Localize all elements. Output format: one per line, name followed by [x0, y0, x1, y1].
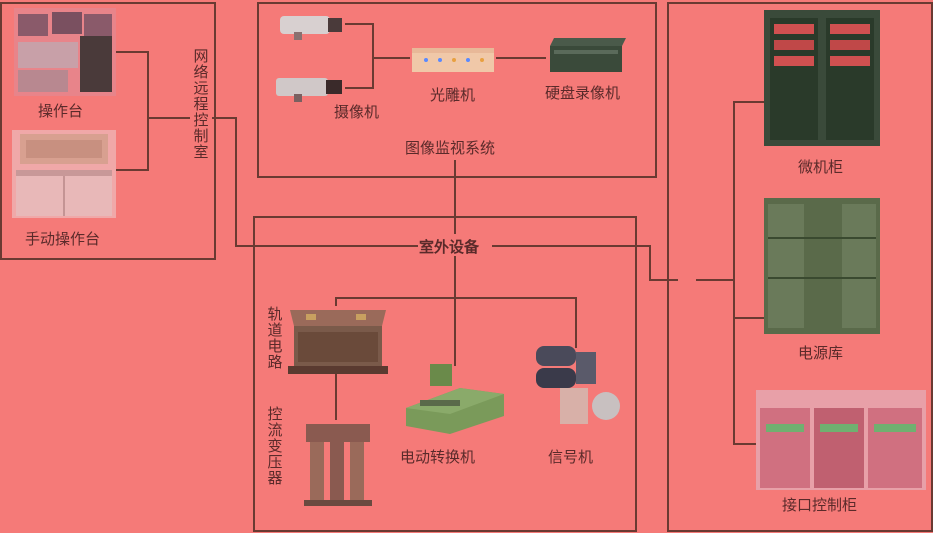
- interface-cabinet-label: 接口控制柜: [782, 496, 858, 514]
- switch-machine-photo: [406, 364, 504, 434]
- manual-console-photo: [12, 130, 116, 218]
- console-photo: [14, 8, 116, 96]
- camera-bracket: [345, 23, 374, 89]
- console-label: 操作台: [38, 102, 84, 120]
- track-circuit-label: 轨道电路: [267, 305, 283, 371]
- cabinet-frame: [667, 2, 933, 532]
- optical-transceiver-label: 光雕机: [430, 86, 476, 104]
- outdoor-branch: [335, 297, 577, 348]
- micro-cabinet-photo: [764, 10, 880, 146]
- outdoor-to-cabinets: [492, 245, 678, 281]
- outdoor-title: 室外设备: [419, 238, 480, 256]
- switch-machine-label: 电动转换机: [400, 448, 476, 466]
- rectifier-label: 控流变压器: [267, 405, 283, 487]
- optical-transceiver-photo: [412, 48, 494, 72]
- video-system-frame: [257, 2, 657, 178]
- video-system-title: 图像监视系统: [405, 139, 496, 157]
- camera-label: 摄像机: [334, 103, 380, 121]
- cabinet-bus: [733, 101, 764, 445]
- camera-bottom-photo: [276, 78, 342, 102]
- interface-cabinet-photo: [756, 390, 926, 490]
- control-room-frame: [0, 2, 216, 260]
- signal-photo: [536, 346, 620, 424]
- console-link: [116, 51, 149, 171]
- power-supply-label: 电源库: [798, 344, 844, 362]
- outdoor-frame: [253, 216, 637, 532]
- signal-label: 信号机: [548, 448, 594, 466]
- control-to-outdoor-link: [212, 117, 418, 247]
- dvr-photo: [550, 38, 626, 72]
- track-circuit-photo: [288, 310, 388, 374]
- rectifier-photo: [304, 424, 372, 506]
- power-supply-photo: [764, 198, 880, 334]
- dvr-label: 硬盘录像机: [545, 84, 621, 102]
- micro-cabinet-label: 微机柜: [798, 158, 844, 176]
- manual-console-label: 手动操作台: [25, 230, 101, 248]
- camera-top-photo: [280, 16, 342, 40]
- control-room-title: 网络远程控制室: [193, 47, 209, 161]
